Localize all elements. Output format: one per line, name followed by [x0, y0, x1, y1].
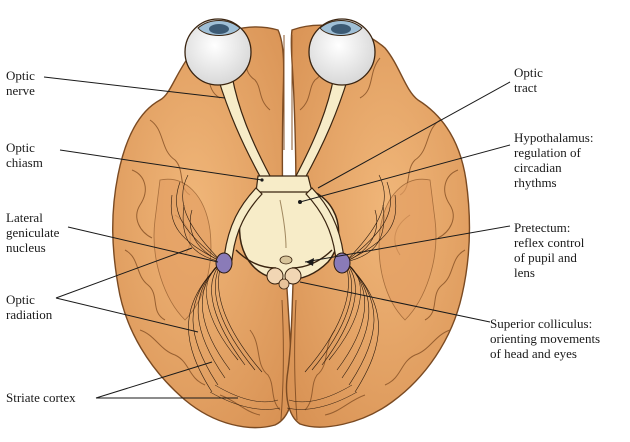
- label-hypothalamus: Hypothalamus: regulation of circadian rh…: [514, 130, 594, 190]
- label-optic-chiasm: Optic chiasm: [6, 140, 43, 170]
- optic-radiation-right: [304, 174, 397, 393]
- leader-lines: [43, 76, 511, 399]
- label-lateral-geniculate-nucleus: Lateral geniculate nucleus: [6, 210, 60, 255]
- superior-colliculus: [266, 267, 302, 290]
- label-pretectum: Pretectum: reflex control of pupil and l…: [514, 220, 585, 280]
- lgn-right: [333, 252, 351, 274]
- eye-left: [184, 18, 252, 86]
- label-optic-tract: Optic tract: [514, 65, 543, 95]
- label-optic-nerve: Optic nerve: [6, 68, 35, 98]
- label-superior-colliculus: Superior colliculus: orienting movements…: [490, 316, 601, 361]
- label-striate-cortex: Striate cortex: [6, 390, 76, 405]
- optic-chiasm: [255, 175, 313, 193]
- lgn-left: [215, 252, 233, 274]
- eye-right: [308, 18, 376, 86]
- label-optic-radiation: Optic radiation: [6, 292, 53, 322]
- optic-radiation-left: [170, 174, 263, 393]
